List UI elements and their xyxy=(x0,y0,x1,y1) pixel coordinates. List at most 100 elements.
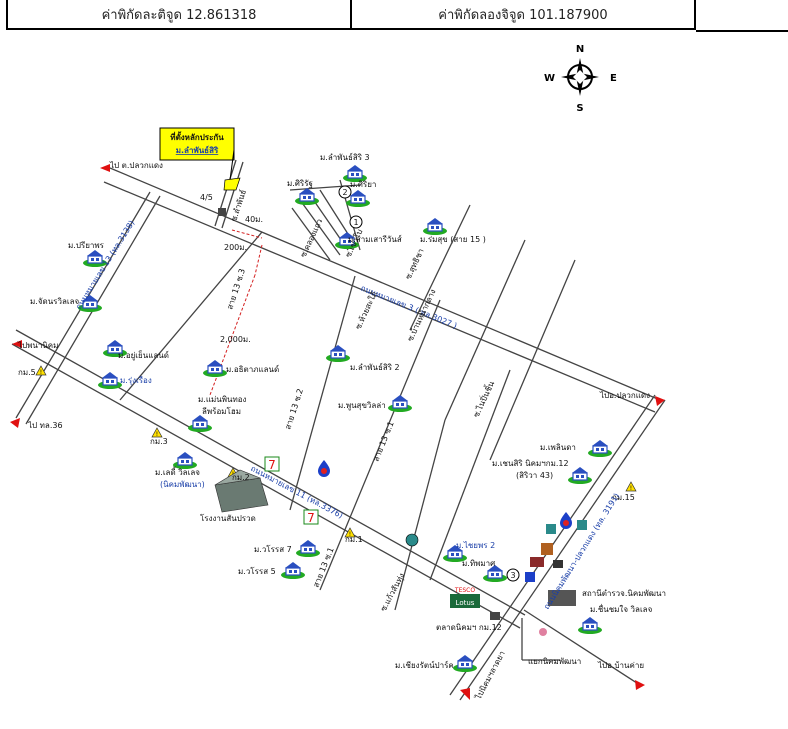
label-km5: กม.5 xyxy=(18,368,36,377)
label-worarat7: ม.วโรรส 7 xyxy=(254,544,292,554)
label-siriwa43: (สิริวา 43) xyxy=(516,471,553,480)
label-phailinda: ม.เพลินดา xyxy=(540,443,576,452)
label-junction: แยกนิคมพัฒนา xyxy=(528,657,581,666)
shop-icon xyxy=(577,520,587,530)
house-icon xyxy=(202,359,228,378)
label-soi-huaichai: ซ.ห้วยสะใภ้ xyxy=(354,290,379,331)
direction-arrows xyxy=(10,164,665,700)
compass-s: S xyxy=(576,103,583,114)
seven-eleven-icon xyxy=(264,456,280,472)
label-jadsarawilletch: ม.จัดนรวิลเลจ xyxy=(30,297,79,306)
label-worarat5: ม.วโรรส 5 xyxy=(238,566,276,576)
svg-text:3: 3 xyxy=(510,571,515,580)
label-chuenchom: ม.ชื่นชมใจ วิลเลจ xyxy=(590,603,653,614)
village-markers xyxy=(77,164,613,673)
dist-40-label: 40ม. xyxy=(245,215,263,224)
label-road-3027: ถนนหมายเลข 3 ( ทล.3027 ) xyxy=(359,284,458,331)
label-soi-13-31: สาย 13 ซ.1 xyxy=(372,420,396,463)
fuel-station-icon xyxy=(318,460,330,477)
numbered-markers: 2 1 3 xyxy=(338,185,520,582)
house-icon xyxy=(280,561,306,580)
house-icon xyxy=(577,616,603,635)
label-police: สถานีตำรวจ.นิคมพัฒนา xyxy=(582,589,666,598)
label-soi-13-32: สาย 13 ซ.2 xyxy=(283,388,305,431)
house-icon xyxy=(187,414,213,433)
label-km2: กม.2 xyxy=(232,473,250,482)
house-icon xyxy=(422,217,448,236)
collateral-house-icon xyxy=(218,208,226,216)
house-icon xyxy=(172,451,198,470)
label-lamphan-siri-3: ม.ลำพันธ์สิริ 3 xyxy=(320,152,370,162)
label-soi-naipin: ซ.ไนปิ่นชิ้น xyxy=(470,378,497,418)
map-labels: 4/5 40ม. 200ม. 2,000ม. ม.ลำพันธ์สิริ 3 ม… xyxy=(17,152,666,702)
label-soi-sutthicha: ซ.สุทธิชา xyxy=(404,247,426,281)
label-to-36: ไป ทล.36 xyxy=(27,421,63,430)
post-icon xyxy=(525,572,535,582)
collateral-callout: ที่ตั้งหลักประกัน ม.ลำพันธ์สิริ xyxy=(159,127,241,191)
longitude-label: ค่าพิกัดลองจิจูด 101.187900 xyxy=(350,0,694,28)
house-icon xyxy=(294,187,320,206)
house-icon xyxy=(325,344,351,363)
tesco-lotus-icon xyxy=(450,594,480,608)
label-leehome: ลีพร้อมโฮม xyxy=(202,406,241,416)
label-thipmas: ม.ทิพมาศ xyxy=(462,559,495,568)
label-punsukvilla: ม.พูนสุขวิลล่า xyxy=(338,401,386,411)
landmarks: 7 7 TESCO Lotus xyxy=(214,208,587,636)
house-icon xyxy=(452,654,478,673)
dist-2000-label: 2,000ม. xyxy=(220,335,251,344)
compass-e: E xyxy=(610,73,617,84)
house-number-label: 4/5 xyxy=(200,193,213,202)
latitude-label: ค่าพิกัดละติจูด 12.861318 xyxy=(101,7,257,23)
svg-text:7: 7 xyxy=(268,458,276,472)
svg-text:2: 2 xyxy=(342,188,347,197)
label-to-nikhom: ไปนิคมฯลาดยา xyxy=(473,650,507,702)
callout-title: ที่ตั้งหลักประกัน xyxy=(170,131,224,142)
svg-text:TESCO: TESCO xyxy=(454,587,475,594)
label-athitaland: ม.อธิตาภแลนด์ xyxy=(226,364,279,374)
warning-icon xyxy=(625,481,637,493)
label-chaiyaporn2: ม.ไชยพร 2 xyxy=(456,541,495,550)
label-to-bankhai: ไปอ.บ้านค่าย xyxy=(597,661,644,670)
hospital-icon xyxy=(539,628,547,636)
label-siriya: ม.ศิริยา xyxy=(350,180,376,189)
seven-eleven-icon xyxy=(303,509,319,525)
house-icon xyxy=(567,466,593,485)
compass-n: N xyxy=(576,44,584,55)
label-factory: โรงงานสันปรวด xyxy=(200,513,256,523)
header-divider xyxy=(696,30,788,32)
coordinate-bar: ค่าพิกัดละติจูด 12.861318 ค่าพิกัดลองจิจ… xyxy=(6,0,696,30)
label-market: ตลาดนิคมฯ กม.12 xyxy=(436,623,502,632)
label-romsuk: ม.ร่มสุข (สาย 15 ) xyxy=(420,235,486,244)
label-chiangrat: ม.เชียงรัตน์ปาร์ค xyxy=(395,660,454,670)
callout-subtitle: ม.ลำพันธ์สิริ xyxy=(176,145,219,155)
house-icon xyxy=(295,539,321,558)
temple-icon xyxy=(541,543,553,555)
label-km3: กม.3 xyxy=(150,437,168,446)
police-station-icon xyxy=(548,590,576,606)
label-pariyaporn: ม.ปรียาพร xyxy=(68,241,105,250)
shop-icon xyxy=(546,524,556,534)
label-samsarawan: ม.สามเสารีวันส์ xyxy=(348,234,402,244)
label-road-3138: ถนนหมายเลข 13 (ทล.3138) xyxy=(74,219,136,311)
compass-w: W xyxy=(544,73,555,84)
fuel-station-icon xyxy=(560,512,572,529)
label-nikhompattana: (นิคมพัฒนา) xyxy=(160,480,205,489)
label-ledee-village: ม.เลดี้ วิลเลจ xyxy=(155,466,200,477)
house-icon xyxy=(587,439,613,458)
label-to-pluakdaeng-top: ไป ต.ปลวกแดง xyxy=(109,161,163,170)
svg-text:7: 7 xyxy=(307,511,315,525)
house-icon xyxy=(387,394,413,413)
label-rungruang: ม.รุ่งเรือง xyxy=(120,376,152,385)
label-maenpinthong: ม.แม่นพินทอง xyxy=(198,395,247,404)
house-icon xyxy=(97,371,123,390)
label-yuyenland: ม.อยู่เย็นแลนด์ xyxy=(118,350,169,361)
police-icon xyxy=(553,560,563,568)
market-icon xyxy=(490,612,500,620)
label-chaensiri: ม.เชนสิริ นิคมฯกม.12 xyxy=(492,459,569,468)
label-to-pluakdaeng-right: ไปอ.ปลวกแดง xyxy=(599,391,650,400)
dist-200-label: 200ม. xyxy=(224,243,247,252)
restaurant-icon xyxy=(530,557,544,567)
label-km1: กม.1 xyxy=(345,535,363,544)
compass: N S E W xyxy=(544,44,617,114)
